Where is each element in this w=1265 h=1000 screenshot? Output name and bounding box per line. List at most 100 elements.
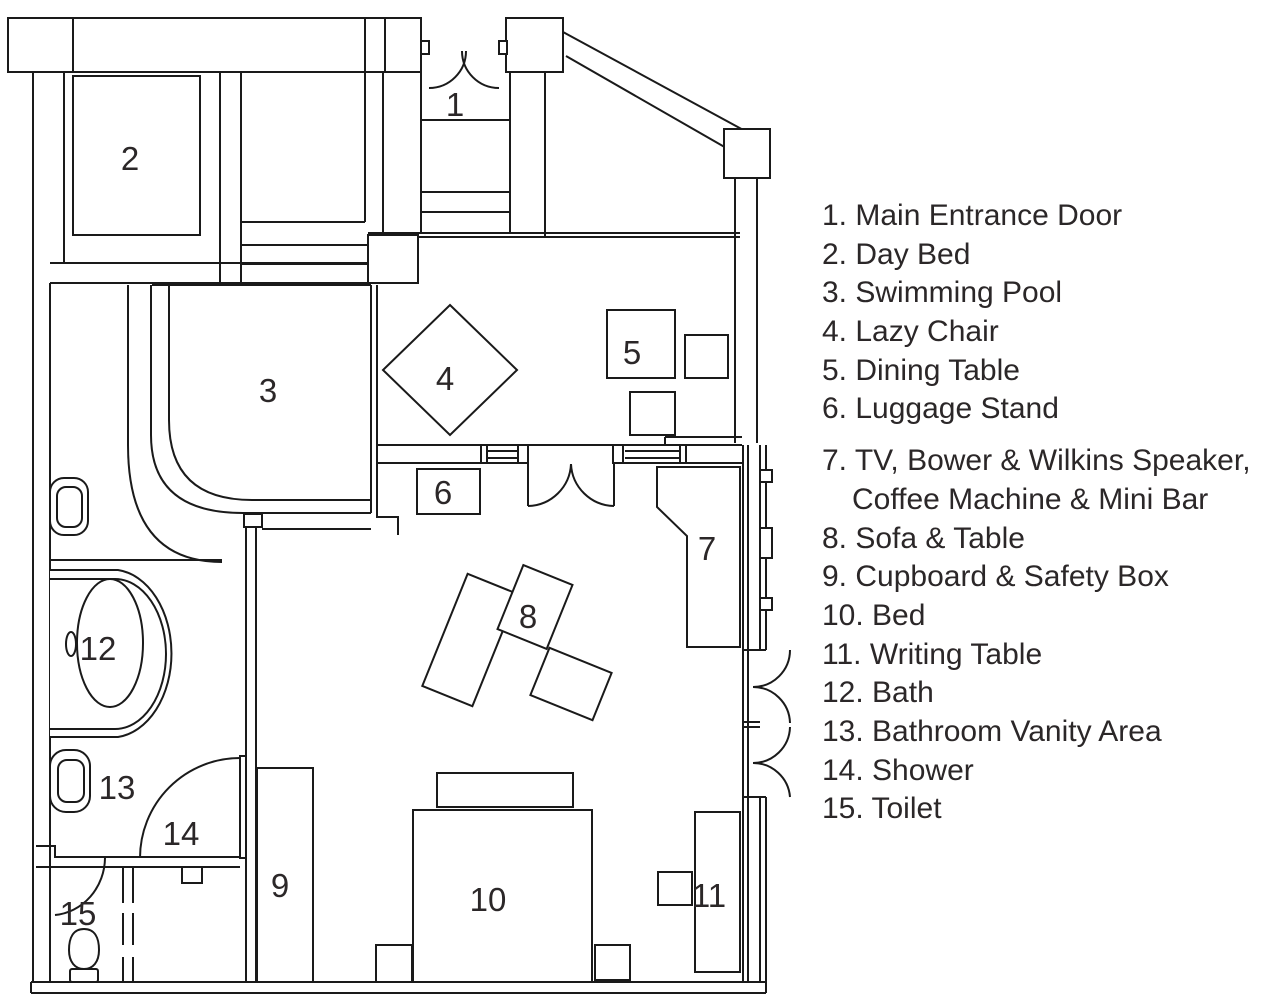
plan-label-cupboard: 9 — [271, 867, 289, 904]
right-lower-wall-inner — [742, 445, 749, 982]
window-jamb-3 — [612, 444, 624, 464]
window-jamb-2 — [517, 444, 529, 464]
luggage-stand — [416, 468, 481, 515]
bedroom-west-wall — [245, 526, 257, 982]
legend-item-7: 7. TV, Bower & Wilkins Speaker, — [822, 444, 1251, 478]
dining-table — [606, 309, 676, 379]
wall-pilaster-1 — [759, 469, 773, 483]
corridor-jamb — [243, 513, 263, 528]
plan-label-luggage-stand: 6 — [434, 474, 452, 511]
legend-item-7-line-2: Coffee Machine & Mini Bar — [852, 482, 1209, 516]
bedroom-windows — [487, 450, 680, 459]
dining-chair-bottom — [629, 391, 676, 436]
french-door-arc-1 — [752, 649, 791, 688]
main-entrance-door-arc-left — [428, 50, 467, 89]
floor-plan-svg: 1 2 3 4 5 6 7 8 9 10 11 12 13 14 15 — [7, 17, 791, 994]
plan-label-vanity: 13 — [99, 769, 136, 806]
french-door-stiles — [743, 649, 766, 798]
pool-steps — [241, 221, 368, 265]
legend-item-14: 14. Shower — [822, 753, 974, 787]
plan-labels: 1 2 3 4 5 6 7 8 9 10 11 12 13 14 15 — [60, 86, 726, 932]
legend-item-1: 1. Main Entrance Door — [822, 199, 1123, 232]
entrance-jamb-right — [498, 40, 508, 55]
toilet-shower-top-wall — [36, 845, 240, 868]
legend-item-9: 9. Cupboard & Safety Box — [822, 560, 1169, 594]
bed — [412, 809, 593, 983]
writing-table — [694, 811, 741, 973]
window-jamb-4 — [679, 444, 687, 464]
plan-label-toilet: 15 — [60, 895, 97, 932]
plan-label-tv-unit: 7 — [698, 530, 716, 567]
plan-label-lazy-chair: 4 — [436, 360, 454, 397]
plan-label-dining-table: 5 — [623, 334, 641, 371]
walls — [7, 17, 767, 994]
dining-chair-right — [684, 334, 729, 379]
writing-chair — [657, 871, 693, 906]
bathtub-faucet — [65, 631, 77, 657]
curved-wall-inner — [168, 285, 253, 501]
plan-label-bed: 10 — [470, 881, 507, 918]
legend-item-12: 12. Bath — [822, 676, 934, 710]
lazy-chair — [381, 303, 519, 437]
french-door-arc-4 — [752, 761, 791, 798]
legend-item-13: 13. Bathroom Vanity Area — [822, 714, 1162, 748]
furniture — [72, 75, 741, 983]
french-door-arc-2 — [752, 686, 791, 724]
pool-corner-step — [376, 443, 399, 535]
sink-upper-basin — [56, 486, 83, 528]
toilet-door-arc — [54, 857, 106, 916]
plan-label-day-bed: 2 — [121, 140, 139, 177]
shower-door-arc — [139, 757, 241, 859]
shower-head — [181, 866, 203, 884]
door-swings — [54, 50, 791, 916]
plan-label-shower: 14 — [163, 815, 200, 852]
floor-plan: 1 2 3 4 5 6 7 8 9 10 11 12 13 14 15 — [7, 17, 791, 994]
bed-headboard — [436, 772, 574, 808]
legend-item-3: 3. Swimming Pool — [822, 276, 1063, 310]
legend-item-2: 2. Day Bed — [822, 237, 971, 271]
plan-label-swimming-pool: 3 — [259, 372, 277, 409]
legend-item-8: 8. Sofa & Table — [822, 521, 1025, 555]
entry-steps — [421, 119, 510, 213]
bedroom-top-wall — [378, 444, 742, 464]
wall-pieces — [181, 40, 773, 884]
sofa-ottoman — [529, 646, 613, 722]
wall-pilaster-2 — [759, 527, 773, 559]
top-wall-dividers — [72, 18, 386, 72]
legend-item-4: 4. Lazy Chair — [822, 315, 999, 349]
shower-door-leaf — [239, 755, 247, 859]
plan-label-bath: 12 — [80, 630, 117, 667]
bottom-wall — [30, 981, 767, 994]
nightstand-left — [375, 944, 413, 983]
nightstand-right — [594, 944, 631, 981]
legend: 1. Main Entrance Door 2. Day Bed 3. Swim… — [822, 197, 1251, 829]
right-upper-wall — [734, 178, 758, 443]
entry-hall-walls — [364, 72, 546, 237]
bathtub — [76, 578, 144, 708]
toilet-base — [69, 968, 99, 983]
main-entrance-door-arc-right — [461, 50, 500, 89]
bedroom-door-arc-left — [527, 463, 572, 507]
legend-item-11: 11. Writing Table — [822, 637, 1043, 671]
legend-item-5: 5. Dining Table — [822, 353, 1020, 387]
day-bed — [72, 75, 201, 236]
window-jamb-1 — [480, 444, 488, 464]
pool-right-wall — [370, 285, 378, 513]
entrance-jamb-left — [420, 40, 430, 55]
wall-pilaster-3 — [759, 597, 773, 611]
plan-label-sofa-table: 8 — [519, 598, 537, 635]
sofa-table — [496, 563, 574, 651]
toilet-bowl — [67, 927, 101, 971]
pool-bottom-wall — [243, 499, 371, 530]
curved-wall-outer — [127, 285, 223, 563]
curved-wall-mid — [150, 285, 244, 514]
cupboard — [256, 767, 314, 983]
left-platform — [50, 262, 368, 284]
toilet-divider-wall — [122, 866, 134, 982]
stair-landing — [367, 234, 419, 284]
legend-item-6: 6. Luggage Stand — [822, 392, 1059, 426]
daybed-room-wall — [219, 72, 242, 283]
top-wall-band — [7, 17, 422, 73]
vanity-sink-basin — [57, 759, 85, 803]
